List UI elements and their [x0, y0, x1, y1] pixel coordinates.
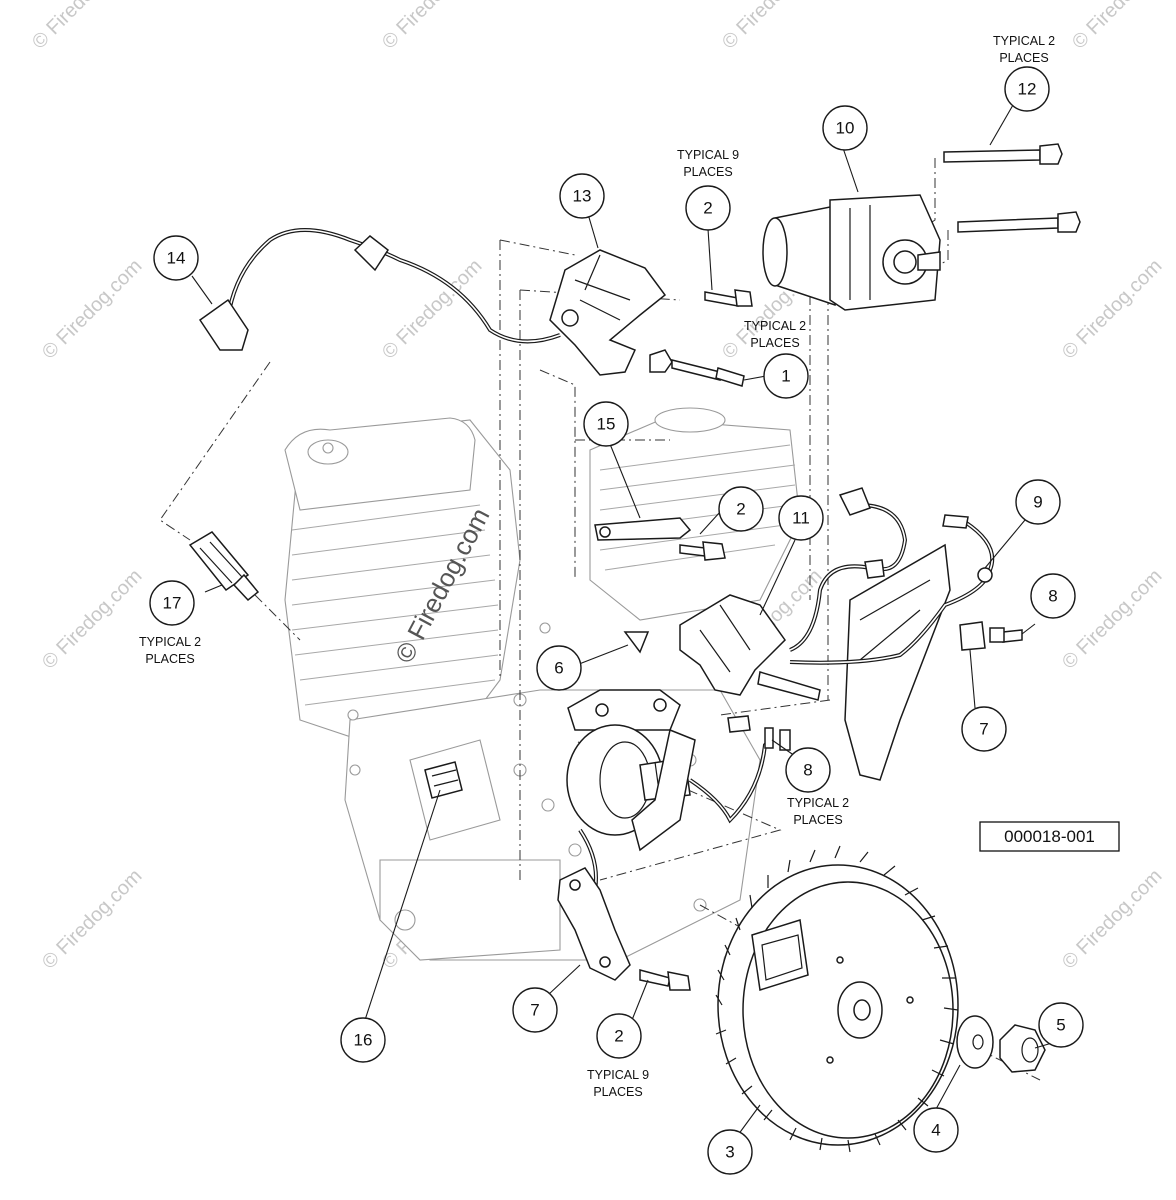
- callout-label: 8: [803, 761, 812, 780]
- coil-mount-bolt-short: [704, 289, 753, 307]
- note-typical-2-places-left: TYPICAL 2 PLACES: [139, 635, 201, 666]
- callout-6: 6: [536, 645, 582, 691]
- callout-label: 6: [554, 659, 563, 678]
- watermark-text: © Firedog.com: [1058, 865, 1167, 974]
- callout-label: 14: [167, 249, 186, 268]
- watermark-text: © Firedog.com: [38, 565, 147, 674]
- flywheel-washer: [956, 1015, 994, 1069]
- callout-label: 7: [530, 1001, 539, 1020]
- note-line: TYPICAL 2: [139, 635, 201, 649]
- note-typical-2-places-lower: TYPICAL 2 PLACES: [787, 796, 849, 827]
- note-line: PLACES: [683, 165, 732, 179]
- callout-13: 12: [1004, 66, 1050, 112]
- reference-number-box: 000018-001: [979, 821, 1120, 852]
- rectifier-assembly: [789, 487, 1023, 781]
- note-typical-2-places-top: TYPICAL 2 PLACES: [993, 34, 1055, 65]
- watermark-text: © Firedog.com: [378, 0, 487, 54]
- callout-11: 9: [1015, 479, 1061, 525]
- callout-3: 3: [707, 1129, 753, 1175]
- note-line: PLACES: [999, 51, 1048, 65]
- note-typical-9-places-top: TYPICAL 9 PLACES: [677, 148, 739, 179]
- callout-label: 5: [1056, 1016, 1065, 1035]
- callout-16: 14: [153, 235, 199, 281]
- callout-9: 7: [961, 706, 1007, 752]
- ignition-module: [679, 594, 821, 701]
- bracket: [594, 517, 692, 541]
- lower-bracket: [557, 867, 691, 991]
- callout-label: 2: [614, 1027, 623, 1046]
- callout-2-top: 2: [685, 185, 731, 231]
- flywheel-nut: [999, 1024, 1046, 1073]
- callout-label: 16: [354, 1031, 373, 1050]
- oil-pressure-switch: [424, 761, 463, 799]
- flywheel: [715, 845, 959, 1153]
- note-typical-2-places-mid: TYPICAL 2 PLACES: [744, 319, 806, 350]
- reference-number: 000018-001: [1004, 827, 1095, 846]
- bracket-bolt: [679, 541, 726, 561]
- callout-17: 15: [583, 401, 629, 447]
- callout-label: 12: [1018, 80, 1037, 99]
- callout-19: 17: [149, 580, 195, 626]
- callout-12: 10: [822, 105, 868, 151]
- watermark-text: © Firedog.com: [1068, 0, 1176, 54]
- callout-label: 17: [163, 594, 182, 613]
- callout-label: 4: [931, 1121, 940, 1140]
- stator-assembly: [566, 689, 791, 891]
- ignition-coil: [549, 249, 667, 376]
- callout-label: 2: [703, 199, 712, 218]
- callout-label: 2: [736, 500, 745, 519]
- spark-plug-wire: [198, 228, 561, 351]
- coil-mount-bolt-long: [649, 349, 745, 387]
- callout-5: 5: [1038, 1002, 1084, 1048]
- leader-lines: [191, 104, 1053, 1136]
- watermark-text: © Firedog.com: [38, 255, 147, 364]
- note-line: TYPICAL 9: [677, 148, 739, 162]
- note-line: TYPICAL 9: [587, 1068, 649, 1082]
- woodruff-key: [623, 631, 650, 654]
- callout-8: 8: [785, 747, 831, 793]
- callout-label: 3: [725, 1143, 734, 1162]
- callout-label: 1: [781, 367, 790, 386]
- note-line: PLACES: [593, 1085, 642, 1099]
- watermark-text: © Firedog.com: [28, 0, 137, 54]
- note-line: TYPICAL 2: [787, 796, 849, 810]
- engine-block: [284, 407, 801, 961]
- spark-plug: [188, 531, 260, 602]
- starter-bolts: [943, 143, 1081, 233]
- note-line: PLACES: [793, 813, 842, 827]
- note-line: TYPICAL 2: [993, 34, 1055, 48]
- watermark-text: © Firedog.com: [1058, 255, 1167, 364]
- watermark-text: © Firedog.com: [38, 865, 147, 974]
- note-typical-9-places-bottom: TYPICAL 9 PLACES: [587, 1068, 649, 1099]
- callout-15: 13: [559, 173, 605, 219]
- note-line: TYPICAL 2: [744, 319, 806, 333]
- callout-label: 8: [1048, 587, 1057, 606]
- watermark-text: © Firedog.com: [718, 0, 827, 54]
- callout-18: 16: [340, 1017, 386, 1063]
- note-line: PLACES: [750, 336, 799, 350]
- callout-label: 9: [1033, 493, 1042, 512]
- callout-2-mid: 2: [718, 486, 764, 532]
- callout-label: 13: [573, 187, 592, 206]
- watermark-text: © Firedog.com: [1058, 565, 1167, 674]
- callout-2-bottom: 2: [596, 1013, 642, 1059]
- callout-label: 10: [836, 119, 855, 138]
- starter-motor: [762, 194, 941, 311]
- watermark-text: © Firedog.com: [378, 255, 487, 364]
- callout-7: 7: [512, 987, 558, 1033]
- callout-label: 15: [597, 415, 616, 434]
- note-line: PLACES: [145, 652, 194, 666]
- callout-label: 7: [979, 720, 988, 739]
- callout-10: 8: [1030, 573, 1076, 619]
- callout-1: 1: [763, 353, 809, 399]
- callout-4: 4: [913, 1107, 959, 1153]
- callout-14: 11: [778, 495, 824, 541]
- callout-label: 11: [792, 509, 810, 528]
